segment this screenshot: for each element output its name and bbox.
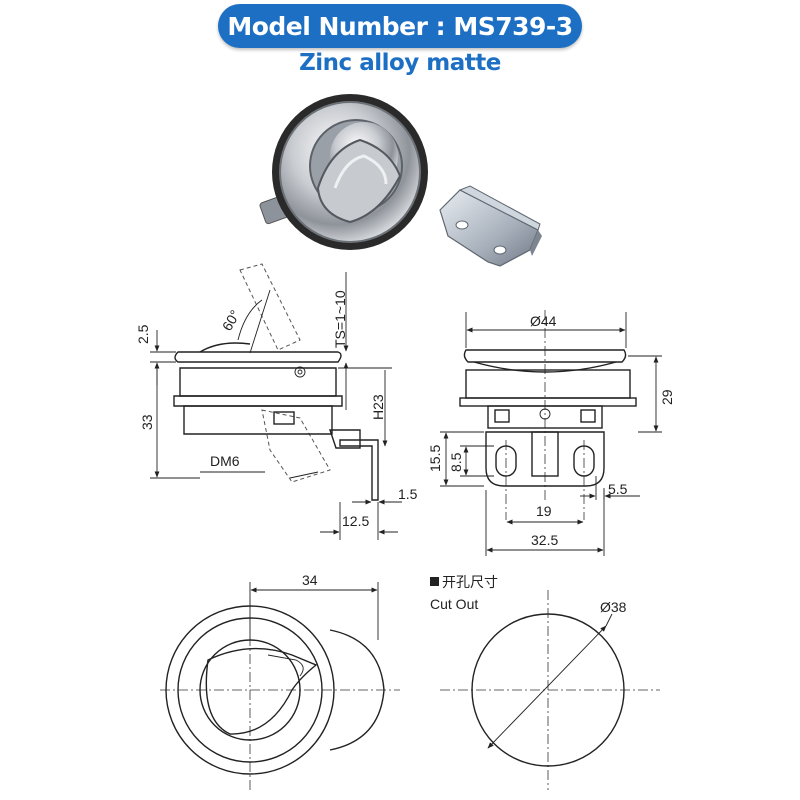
- model-number-banner: Model Number : MS739-3: [218, 4, 582, 48]
- front-view-drawing: Ø44 29 15.5 8.5 5.5 19 32.5: [427, 310, 675, 556]
- side-dim-ts: TS=1~10: [332, 290, 348, 348]
- front-dim-29: 29: [659, 389, 675, 405]
- side-view-drawing: 2.5 60° TS=1~10 H23 33 DM6 1.5 12.5: [135, 263, 418, 540]
- front-dim-44: Ø44: [530, 313, 557, 329]
- latch-photo: [259, 94, 428, 250]
- square-bullet-icon: [430, 577, 439, 586]
- bracket-photo: [439, 185, 542, 267]
- cutout-title-en: Cut Out: [430, 596, 478, 612]
- side-dim-1-5: 1.5: [398, 486, 418, 502]
- front-dim-5-5: 5.5: [608, 481, 628, 497]
- cutout-dim-38: Ø38: [600, 599, 627, 615]
- side-dim-angle: 60°: [219, 307, 243, 333]
- front-dim-8-5: 8.5: [448, 452, 464, 472]
- side-dim-dm6: DM6: [210, 453, 240, 469]
- cutout-title-cn: 开孔尺寸: [442, 574, 498, 590]
- front-dim-19: 19: [536, 503, 552, 519]
- cutout-drawing: 开孔尺寸 Cut Out Ø38: [430, 574, 660, 790]
- model-number-text: Model Number : MS739-3: [227, 11, 573, 41]
- side-dim-h23: H23: [370, 394, 386, 420]
- side-dim-12-5: 12.5: [342, 513, 369, 529]
- side-dim-33: 33: [139, 414, 155, 430]
- side-dim-2-5: 2.5: [135, 324, 151, 344]
- front-dim-15-5: 15.5: [427, 445, 443, 472]
- top-view-drawing: 34: [160, 572, 400, 790]
- top-dim-34: 34: [302, 572, 318, 588]
- material-subtitle: Zinc alloy matte: [299, 50, 501, 76]
- front-dim-32-5: 32.5: [531, 532, 558, 548]
